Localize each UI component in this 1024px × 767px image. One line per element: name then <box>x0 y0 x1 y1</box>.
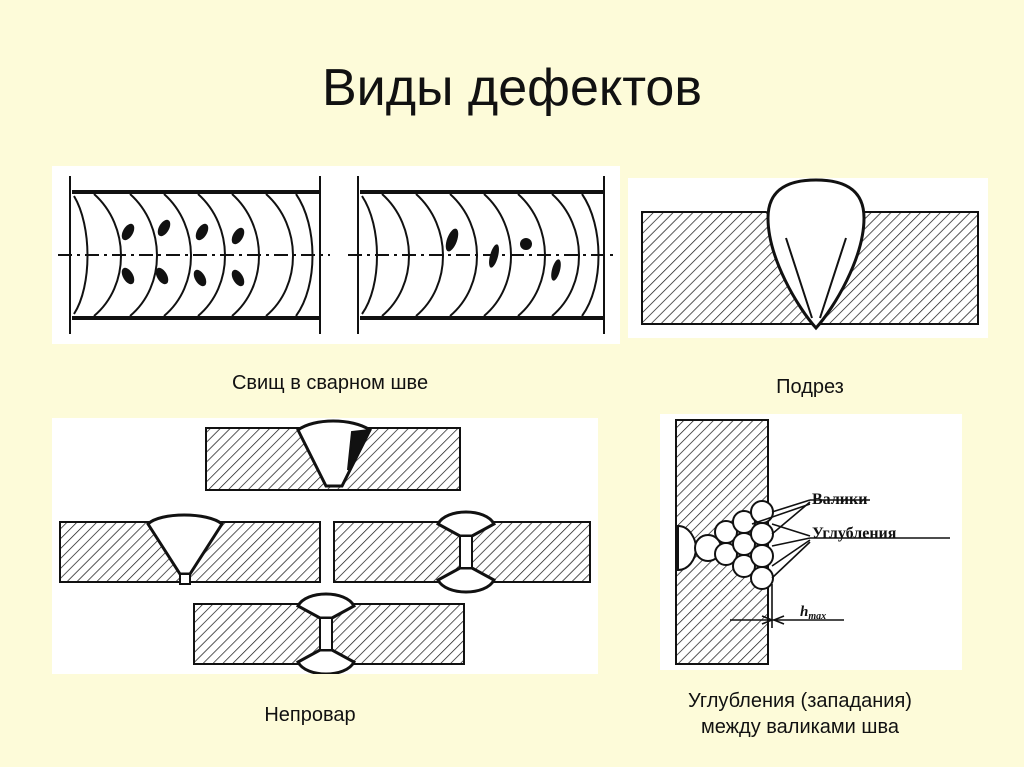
undercut-caption: Подрез <box>776 376 844 398</box>
depressions-figure: Валики Углубления hmax <box>660 414 962 670</box>
lack-of-penetration-caption: Непровар <box>264 704 356 726</box>
depressions-caption-line1: Углубления (западания) <box>688 690 912 712</box>
hmax-label: hmax <box>800 604 826 622</box>
fistula-figure <box>52 166 620 344</box>
fistula-caption: Свищ в сварном шве <box>231 372 429 394</box>
depressions-label: Углубления <box>812 525 897 542</box>
depressions-caption-line2: между валиками шва <box>701 716 899 738</box>
depressions-caption: Углубления (западания) между валиками шв… <box>640 688 960 740</box>
undercut-figure <box>628 178 988 338</box>
lack-of-penetration-figure <box>52 418 598 676</box>
beads-label: Валики <box>812 491 867 508</box>
slide-title: Виды дефектов <box>322 59 702 117</box>
